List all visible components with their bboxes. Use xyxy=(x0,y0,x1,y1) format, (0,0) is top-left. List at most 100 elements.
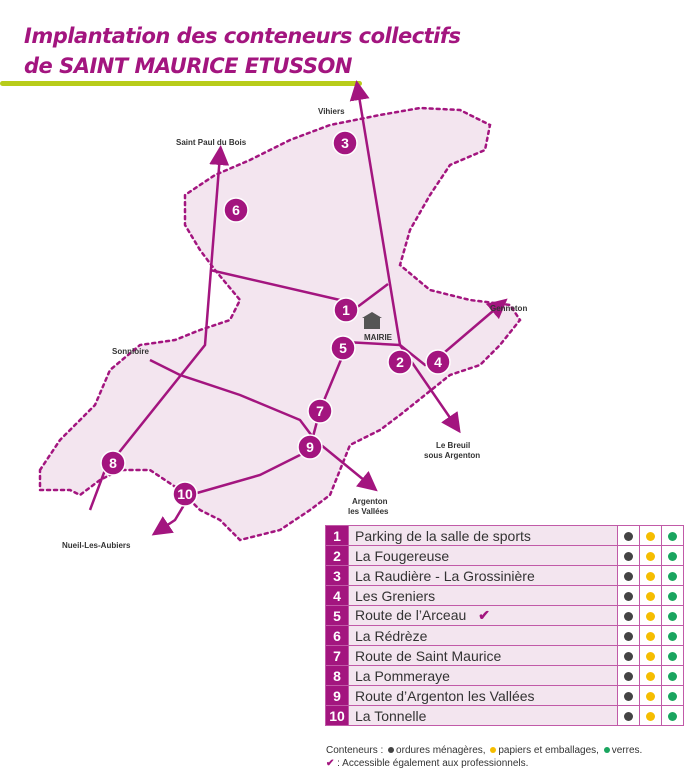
ordures-dot-icon xyxy=(624,532,633,542)
papiers-dot-icon xyxy=(646,672,655,682)
verres-cell xyxy=(661,605,684,626)
verres-cell xyxy=(661,625,684,646)
ordures-dot-icon xyxy=(624,632,633,642)
row-number: 10 xyxy=(325,705,349,726)
site-marker-4: 4 xyxy=(425,349,451,375)
place-saint-paul: Saint Paul du Bois xyxy=(176,138,247,147)
site-marker-3: 3 xyxy=(332,130,358,156)
row-number: 4 xyxy=(325,585,349,606)
marker-number: 4 xyxy=(434,354,442,370)
ordures-dot-icon xyxy=(624,712,633,722)
legend-papiers: papiers et emballages, xyxy=(498,745,599,756)
site-marker-9: 9 xyxy=(297,434,323,460)
ordures-cell xyxy=(617,565,640,586)
table-row: 1 Parking de la salle de sports xyxy=(325,525,684,546)
row-number: 6 xyxy=(325,625,349,646)
verres-dot-icon xyxy=(668,532,677,542)
row-number: 1 xyxy=(325,525,349,546)
marker-number: 8 xyxy=(109,455,117,471)
legend-ordures: ordures ménagères, xyxy=(396,745,486,756)
row-name: Route de Saint Maurice xyxy=(348,645,618,666)
ordures-dot-icon xyxy=(624,552,633,562)
papiers-cell xyxy=(639,625,662,646)
place-sonnloire: Sonnloire xyxy=(112,347,149,356)
papiers-dot-icon xyxy=(646,652,655,662)
title-line-2: de SAINT MAURICE ETUSSON xyxy=(24,54,352,78)
papiers-dot-icon xyxy=(646,712,655,722)
site-name: La Raudière - La Grossinière xyxy=(355,567,535,584)
marker-number: 2 xyxy=(396,354,404,370)
site-name: La Rédrèze xyxy=(355,627,428,644)
town-hall-icon xyxy=(362,312,382,329)
ordures-cell xyxy=(617,545,640,566)
title-underline xyxy=(0,81,362,86)
ordures-dot-icon xyxy=(624,612,633,622)
legend-pro: : Accessible également aux professionnel… xyxy=(337,758,529,769)
row-name: La Rédrèze xyxy=(348,625,618,646)
site-marker-10: 10 xyxy=(172,481,198,507)
table-row: 10 La Tonnelle xyxy=(325,705,684,726)
ordures-cell xyxy=(617,645,640,666)
verres-dot-icon xyxy=(668,612,677,622)
site-name: Route de l’Arceau xyxy=(355,607,467,623)
papiers-cell xyxy=(639,585,662,606)
ordures-cell xyxy=(617,625,640,646)
site-marker-8: 8 xyxy=(100,450,126,476)
row-name: Les Greniers xyxy=(348,585,618,606)
papiers-cell xyxy=(639,605,662,626)
site-name: Route de Saint Maurice xyxy=(355,647,502,664)
table-row: 3 La Raudière - La Grossinière xyxy=(325,565,684,586)
site-name: Parking de la salle de sports xyxy=(355,527,531,544)
row-number: 2 xyxy=(325,545,349,566)
papiers-cell xyxy=(639,665,662,686)
site-name: Les Greniers xyxy=(355,587,436,604)
marker-number: 10 xyxy=(177,486,193,502)
marker-number: 1 xyxy=(342,302,350,318)
marker-number: 7 xyxy=(316,403,324,419)
checkmark-icon: ✔ xyxy=(478,607,491,623)
table-row: 4 Les Greniers xyxy=(325,585,684,606)
verres-dot-icon xyxy=(668,572,677,582)
verres-cell xyxy=(661,565,684,586)
site-name: Route d’Argenton les Vallées xyxy=(355,687,535,704)
papiers-dot-icon xyxy=(646,572,655,582)
marker-number: 3 xyxy=(341,135,349,151)
papiers-cell xyxy=(639,565,662,586)
verres-cell xyxy=(661,585,684,606)
marker-number: 5 xyxy=(339,340,347,356)
row-number: 3 xyxy=(325,565,349,586)
place-nueil: Nueil-Les-Aubiers xyxy=(62,541,131,550)
ordures-cell xyxy=(617,705,640,726)
verres-cell xyxy=(661,705,684,726)
commune-boundary xyxy=(38,106,522,542)
ordures-cell xyxy=(617,685,640,706)
verres-cell xyxy=(661,545,684,566)
row-number: 7 xyxy=(325,645,349,666)
verres-dot-icon xyxy=(668,632,677,642)
place-argenton: Argenton xyxy=(352,497,388,506)
row-name: La Pommeraye xyxy=(348,665,618,686)
verres-dot-icon xyxy=(668,652,677,662)
legend: Conteneurs : ordures ménagères, papiers … xyxy=(326,744,642,770)
site-marker-2: 2 xyxy=(387,349,413,375)
row-name: La Fougereuse xyxy=(348,545,618,566)
ordures-dot-icon xyxy=(624,592,633,602)
marker-number: 6 xyxy=(232,202,240,218)
verres-dot-icon xyxy=(668,592,677,602)
site-name: La Tonnelle xyxy=(355,707,427,724)
row-name: Route de l’Arceau ✔ xyxy=(348,605,618,626)
commune-map: MAIRIE Vihiers Saint Paul du Bois Sonnlo… xyxy=(38,80,527,550)
ordures-dot-icon xyxy=(624,692,633,702)
marker-number: 9 xyxy=(306,439,314,455)
legend-prefix: Conteneurs : xyxy=(326,745,384,756)
ordures-cell xyxy=(617,605,640,626)
place-argenton-2: les Vallées xyxy=(348,507,389,516)
site-marker-5: 5 xyxy=(330,335,356,361)
papiers-dot-icon xyxy=(646,552,655,562)
